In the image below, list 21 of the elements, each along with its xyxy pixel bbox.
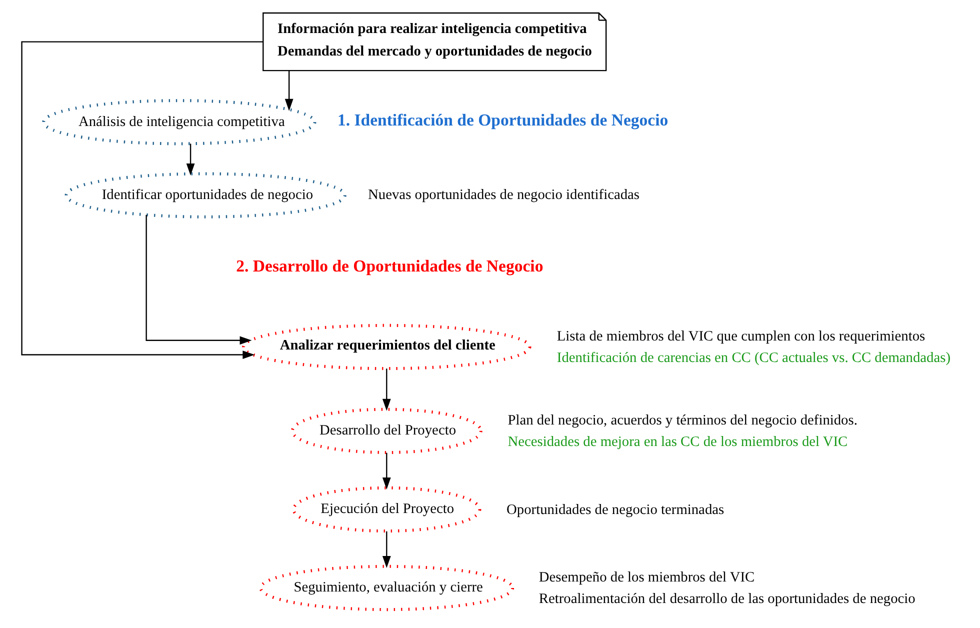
- node-ellipse: Identificar oportunidades de negocio: [64, 172, 346, 218]
- label: 2. Desarrollo de Oportunidades de Negocio: [236, 256, 543, 276]
- node-label: Plan del negocio, acuerdos y términos del negocio definidos.: [507, 412, 857, 428]
- node-label: Oportunidades de negocio terminadas: [506, 502, 724, 518]
- node-ellipse: Seguimiento, evaluación y cierre: [258, 564, 514, 612]
- arrow: [382, 452, 390, 490]
- label: Nuevas oportunidades de negocio identificadas: [368, 187, 640, 204]
- node-label: Desempeño de los miembros del VIC: [538, 570, 754, 586]
- node-label: Necesidades de mejora en las CC de los miembros del VIC: [507, 434, 848, 450]
- arrow: [186, 144, 194, 176]
- arrow: [20, 41, 263, 359]
- arrow: [382, 531, 390, 568]
- node-ellipse: Desarrollo del Proyecto: [290, 408, 482, 454]
- node-label: Lista de miembros del VIC que cumplen con los requerimientos: [556, 328, 925, 344]
- arrow: [145, 214, 252, 345]
- node-ellipse: Ejecución del Proyecto: [292, 486, 481, 533]
- node-label: Identificación de carencias en CC (CC actuales vs. CC demandadas): [556, 350, 950, 366]
- label: 1. Identificación de Oportunidades de Negocio: [336, 110, 668, 130]
- node-label: Retroalimentación del desarrollo de las oportunidades de negocio: [538, 591, 915, 608]
- arrow: [382, 368, 390, 411]
- arrow: [284, 70, 293, 111]
